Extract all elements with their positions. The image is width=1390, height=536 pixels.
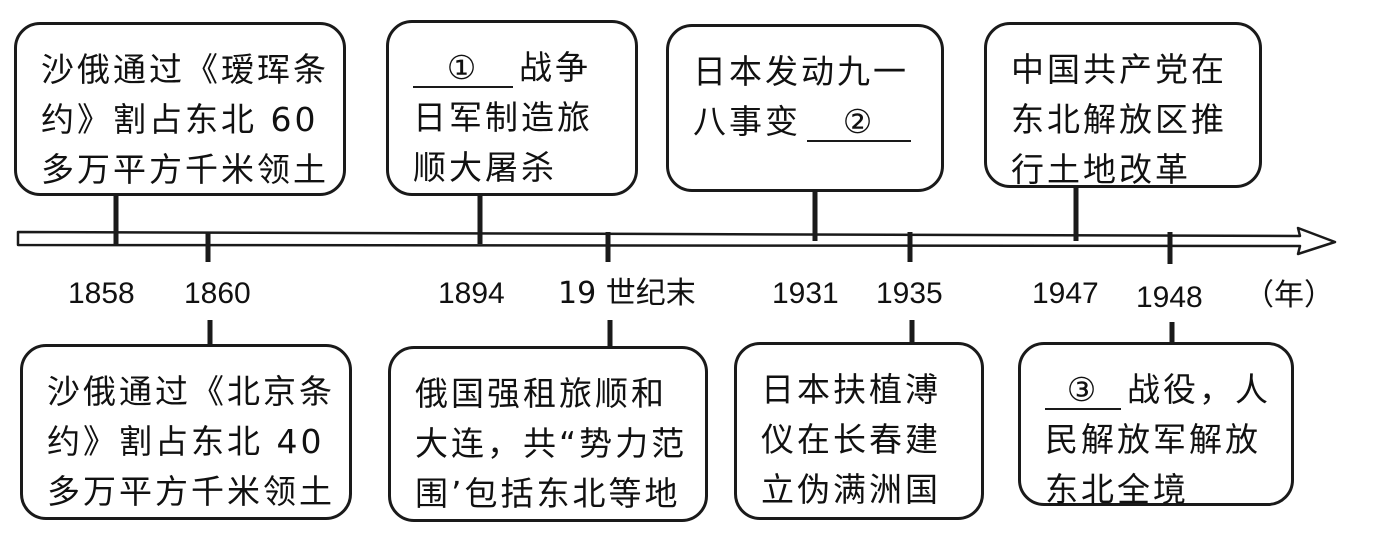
event-text: 约》割占东北 60 (41, 100, 319, 139)
answer-blank-1: ① (413, 50, 513, 88)
event-text: 东北全境 (1045, 470, 1189, 509)
answer-blank-2: ② (807, 104, 911, 142)
event-card-1858: 沙俄通过《瑷珲条 约》割占东北 60 多万平方千米领土 (14, 22, 346, 196)
event-text: 战争 (519, 48, 591, 87)
answer-blank-3: ③ (1045, 372, 1121, 410)
event-text: 约》割占东北 40 (47, 422, 325, 461)
event-text: 围’包括东北等地 (415, 474, 681, 513)
event-text: 沙俄通过《北京条 (47, 372, 335, 411)
year-label-1894: 1894 (438, 277, 505, 310)
event-card-1860: 沙俄通过《北京条 约》割占东北 40 多万平方千米领土 (20, 344, 352, 520)
event-card-1947: 中国共产党在 东北解放区推 行土地改革 (984, 22, 1262, 189)
event-text: 民解放军解放 (1045, 420, 1261, 459)
event-text: 八事变 (693, 102, 801, 141)
event-text: 日军制造旅 (413, 98, 593, 137)
event-text: 行土地改革 (1011, 150, 1191, 189)
event-text: 大连，共“势力范 (415, 424, 688, 463)
event-text: 战役，人 (1127, 370, 1271, 409)
event-text: 多万平方千米领土 (47, 472, 335, 511)
event-card-19c: 俄国强租旅顺和 大连，共“势力范 围’包括东北等地 (388, 346, 708, 522)
event-text: 仪在长春建 (761, 420, 941, 459)
event-text: 日本发动九一 (693, 52, 909, 91)
year-label-1948: 1948 (1136, 281, 1203, 314)
year-label-1931: 1931 (772, 277, 839, 310)
event-text: 沙俄通过《瑷珲条 (41, 50, 329, 89)
event-text: 多万平方千米领土 (41, 150, 329, 189)
event-text: 立伪满洲国 (761, 470, 941, 509)
event-text: 日本扶植溥 (761, 370, 941, 409)
year-label-1947: 1947 (1032, 277, 1099, 310)
timeline-arrow (16, 226, 1337, 256)
event-text: 东北解放区推 (1011, 100, 1227, 139)
event-text: 顺大屠杀 (413, 148, 557, 187)
year-label-1935: 1935 (876, 277, 943, 310)
year-label-1858: 1858 (68, 277, 135, 310)
event-text: 中国共产党在 (1011, 50, 1227, 89)
year-label-1860: 1860 (184, 277, 251, 310)
year-label-19c: 19 世纪末 (558, 276, 696, 311)
event-text: 俄国强租旅顺和 (415, 374, 667, 413)
event-card-1935: 日本扶植溥 仪在长春建 立伪满洲国 (734, 342, 984, 520)
axis-unit-label: （年） (1244, 278, 1334, 313)
